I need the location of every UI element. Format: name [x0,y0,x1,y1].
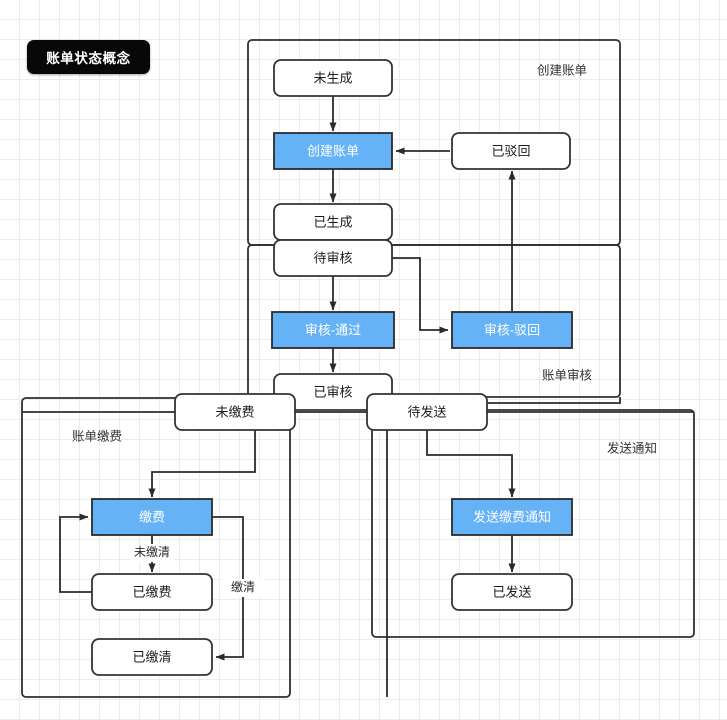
edge-label-label-paid-full: 缴清 [231,579,255,594]
node-box-audit-reject[interactable] [451,311,573,349]
node-box-fully-paid[interactable] [91,638,213,676]
node-label-sent: 已发送 [492,584,531,599]
group-label-send-notice: 发送通知 [607,440,657,455]
node-pay[interactable]: 缴费 [91,498,213,536]
edge-label-backing-label-paid-full [221,579,265,597]
node-box-create-bill[interactable] [273,132,393,170]
node-box-sent[interactable] [451,573,573,611]
edge-label-label-unpaid-full: 未缴清 [134,544,170,559]
node-sent[interactable]: 已发送 [451,573,573,611]
node-box-pay[interactable] [91,498,213,536]
edges-layer [22,96,694,697]
node-create-bill[interactable]: 创建账单 [273,132,393,170]
node-generated[interactable]: 已生成 [273,203,393,241]
group-label-create-bill: 创建账单 [537,63,587,77]
edge-e-unpaid-pay [148,430,256,498]
node-audited[interactable]: 已审核 [273,373,393,411]
node-box-paid[interactable] [91,573,213,611]
node-box-audited[interactable] [273,373,393,411]
edge-e-paid-pay [59,513,92,593]
node-label-generated: 已生成 [313,214,352,229]
group-container-send-notice [371,409,695,638]
node-label-pending-audit: 待审核 [313,250,352,265]
node-unpaid[interactable]: 未缴费 [174,393,296,431]
node-box-send-pay-notice[interactable] [451,498,573,536]
node-label-audited: 已审核 [313,384,352,399]
node-send-pay-notice[interactable]: 发送缴费通知 [451,498,573,536]
node-label-rejected: 已驳回 [491,143,530,158]
node-label-send-pay-notice: 发送缴费通知 [473,509,551,524]
node-label-audit-reject: 审核-驳回 [484,322,540,337]
node-not-generated[interactable]: 未生成 [273,59,393,97]
node-label-fully-paid: 已缴清 [132,649,171,664]
node-label-pending-send: 待发送 [407,404,446,419]
node-label-audit-pass: 审核-通过 [305,322,361,337]
node-paid[interactable]: 已缴费 [91,573,213,611]
node-box-not-generated[interactable] [273,59,393,97]
edge-e-pendingsend-notice [426,430,516,498]
node-box-audit-pass[interactable] [271,311,395,349]
node-audit-pass[interactable]: 审核-通过 [271,311,395,349]
node-label-create-bill: 创建账单 [307,143,359,158]
title-badge: 账单状态概念 [27,40,150,74]
edge-label-backing-label-unpaid-full [130,544,174,562]
node-rejected[interactable]: 已驳回 [451,132,571,170]
group-label-audit-bill: 账单审核 [542,367,593,382]
node-audit-reject[interactable]: 审核-驳回 [451,311,573,349]
node-pending-audit[interactable]: 待审核 [273,239,393,277]
group-label-pay-bill: 账单缴费 [72,428,122,443]
node-label-paid: 已缴费 [132,584,171,599]
node-box-rejected[interactable] [451,132,571,170]
node-label-not-generated: 未生成 [313,70,352,85]
group-container-pay-bill [21,397,291,698]
title-badge-label: 账单状态概念 [46,51,131,66]
node-label-pay: 缴费 [139,509,165,524]
node-box-unpaid[interactable] [174,393,296,431]
node-box-pending-send[interactable] [366,393,488,431]
node-fully-paid[interactable]: 已缴清 [91,638,213,676]
node-pending-send[interactable]: 待发送 [366,393,488,431]
node-label-unpaid: 未缴费 [215,404,254,419]
edge-e-pendingaudit-rej [392,257,449,334]
node-box-pending-audit[interactable] [273,239,393,277]
